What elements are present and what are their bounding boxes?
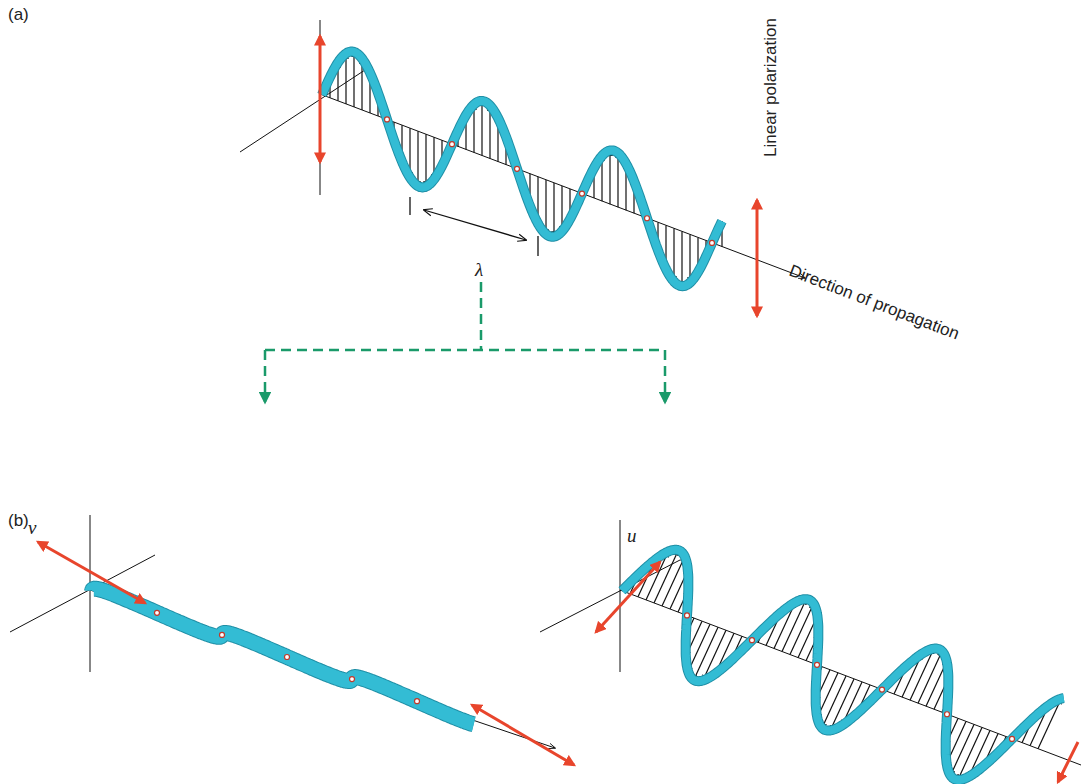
field-vector	[553, 183, 554, 237]
polarization-arrows	[38, 36, 1078, 782]
propagation-label: Direction of propagation	[786, 262, 961, 344]
axes-a	[240, 20, 805, 278]
field-vector	[345, 53, 346, 103]
node-dot	[750, 638, 755, 643]
node-dot	[710, 240, 715, 245]
node-dot	[1010, 736, 1015, 741]
field-vector	[950, 725, 974, 776]
wave-ribbon	[622, 550, 1064, 780]
wavelength-symbol: λ	[475, 260, 483, 281]
field-vector	[681, 232, 682, 287]
node-dot	[580, 191, 585, 196]
node-dot	[880, 687, 885, 692]
field-vector	[417, 131, 418, 186]
field-vector	[481, 101, 482, 156]
field-vector	[545, 180, 546, 234]
node-dot	[155, 610, 160, 615]
panel-label: (b)	[8, 512, 29, 531]
wave-ribbon-edge	[92, 589, 474, 725]
wave-ribbon	[92, 589, 474, 725]
axis-symbol: v	[28, 518, 36, 539]
wave-ribbon	[322, 52, 722, 287]
node-dot	[815, 662, 820, 667]
field-vector	[353, 52, 354, 107]
wave-ribbon-edge	[622, 550, 1064, 780]
field-vector	[425, 134, 426, 186]
node-dot	[350, 677, 355, 682]
field-vector	[609, 150, 610, 204]
node-dot	[415, 699, 420, 704]
split-bracket	[265, 282, 665, 402]
axes-b-left	[10, 515, 555, 748]
node-dot	[220, 632, 225, 637]
polarization-label: Linear polarization	[762, 18, 781, 157]
panel-label: (a)	[8, 6, 29, 25]
axis-symbol: u	[627, 526, 637, 547]
axes-b-right	[540, 520, 1081, 765]
field-vector	[790, 604, 814, 655]
field-vector	[617, 153, 618, 207]
node-dot	[685, 613, 690, 618]
node-dot	[515, 166, 520, 171]
node-dot	[285, 654, 290, 659]
node-dot	[385, 117, 390, 122]
wavelength-marker	[410, 197, 538, 256]
wave-group	[92, 52, 1064, 780]
wave-ribbon-edge	[322, 52, 722, 287]
node-dot	[645, 216, 650, 221]
field-vector	[662, 557, 685, 606]
node-dot	[450, 142, 455, 147]
node-dot	[945, 712, 950, 717]
